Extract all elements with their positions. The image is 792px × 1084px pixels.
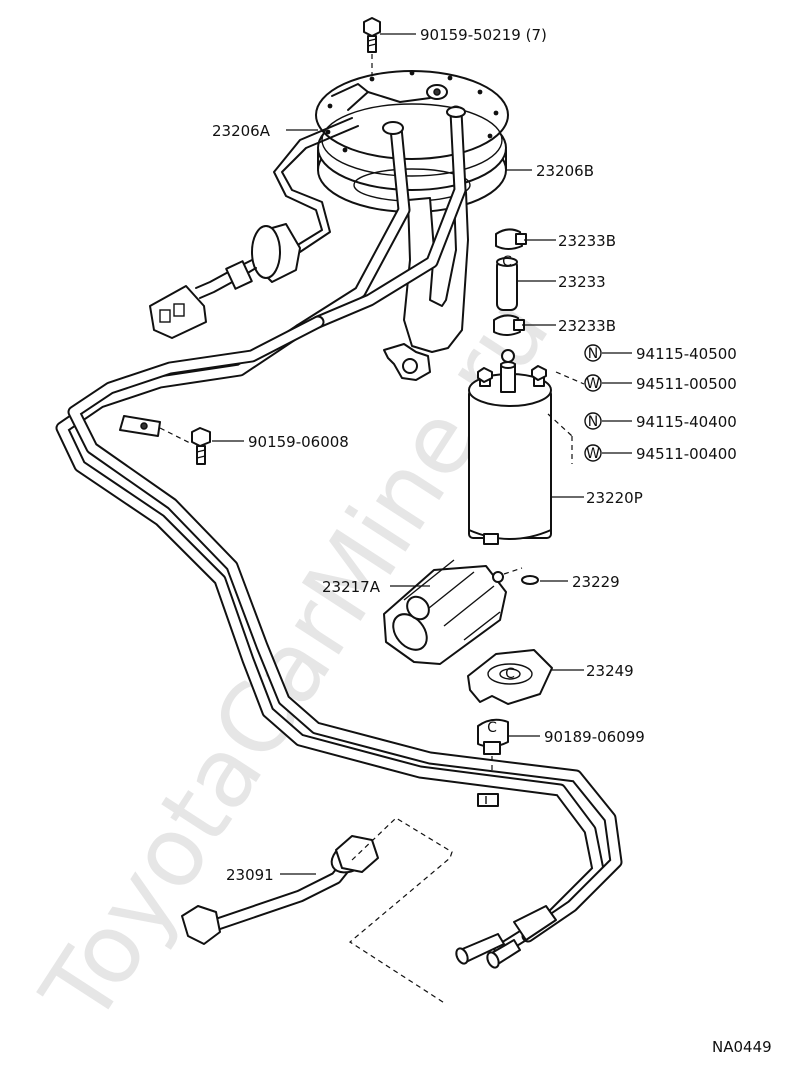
callout-label: 23206B: [536, 162, 594, 180]
pump-cushion-icon: [383, 559, 523, 665]
callout-label: 23229: [572, 573, 620, 591]
pipe-grommet-icon: [477, 718, 509, 774]
callout-label: 94115-40400: [636, 413, 737, 431]
callout-label: 23233B: [558, 317, 616, 335]
bracket-screw-icon: [159, 427, 211, 465]
clip-icon: [521, 575, 539, 585]
pipe-connector-mark: C: [502, 254, 512, 270]
callout-label: 90159-50219 (7): [420, 26, 547, 44]
callout-label: 94115-40500: [636, 345, 737, 363]
svg-text:W: W: [586, 446, 600, 462]
fuel-pump-icon: [468, 349, 585, 545]
washer-symbol-icon: W: [584, 374, 602, 392]
svg-text:N: N: [588, 414, 598, 430]
callout-label: 23233: [558, 273, 606, 291]
callout-label: 90159-06008: [248, 433, 349, 451]
hose-clamp-lower-icon: [493, 314, 525, 336]
nut-symbol-icon: N: [584, 344, 602, 362]
fuel-tube-icon: [181, 817, 453, 1005]
callout-label: 94511-00500: [636, 375, 737, 393]
wire-harness-icon: [149, 117, 359, 339]
callout-label: 90189-06099: [544, 728, 645, 746]
svg-text:W: W: [586, 376, 600, 392]
fuel-hose-icon: [496, 257, 518, 311]
svg-text:N: N: [588, 346, 598, 362]
callout-label: 23206A: [212, 122, 271, 140]
diagram-code: NA0449: [712, 1038, 772, 1056]
callout-label: 23249: [586, 662, 634, 680]
pipe-connector-mark: C: [487, 720, 497, 736]
callout-label: 94511-00400: [636, 445, 737, 463]
nut-symbol-icon: N: [584, 412, 602, 430]
callout-label: 23233B: [558, 232, 616, 250]
callout-label: 23217A: [322, 578, 381, 596]
fuel-main-pipes-icon: [55, 315, 623, 969]
outlet-pipes-icon: [293, 105, 467, 337]
fuel-filter-icon: [467, 649, 553, 705]
callout-label: 23220P: [586, 489, 643, 507]
top-screw-icon: [363, 17, 381, 80]
washer-symbol-icon: W: [584, 444, 602, 462]
leader-lines: [212, 33, 632, 875]
callout-label: 23091: [226, 866, 274, 884]
pipe-connector-mark: C: [505, 666, 515, 682]
hose-clamp-upper-icon: [495, 228, 527, 250]
